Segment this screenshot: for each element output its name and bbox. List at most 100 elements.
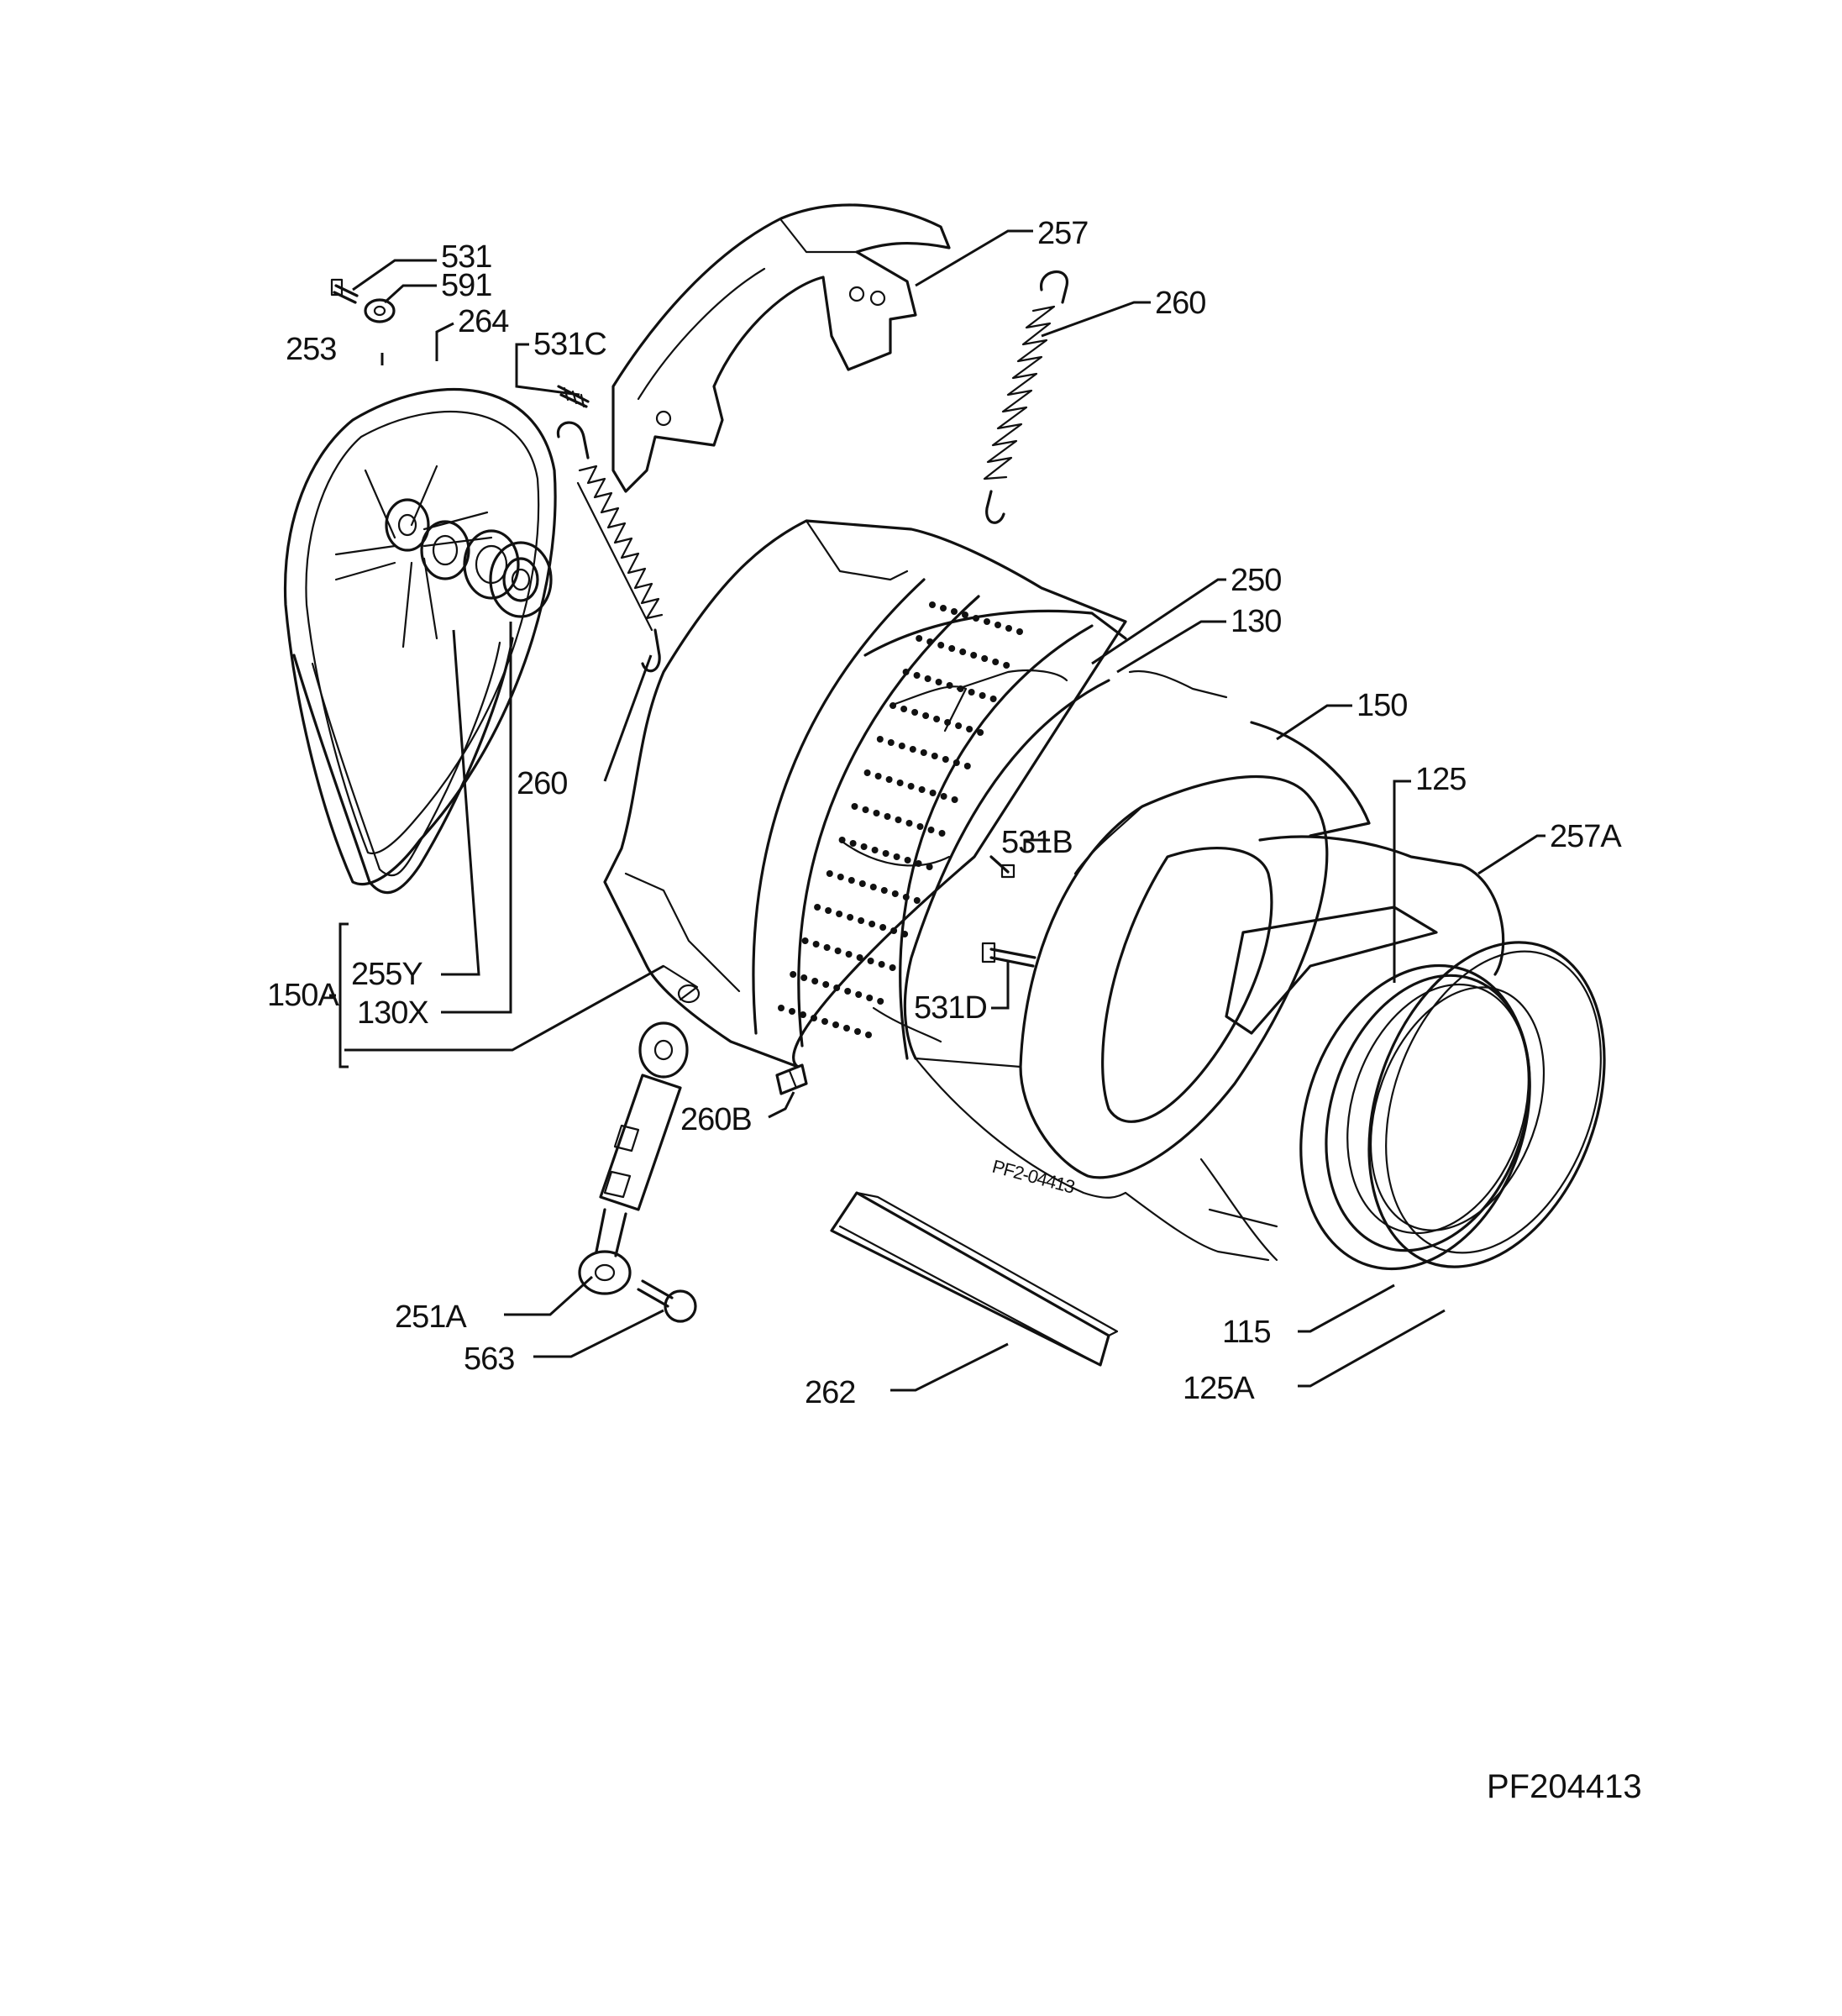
perforation-hole [1003, 662, 1010, 669]
perforation-hole [811, 1015, 817, 1021]
perforation-hole [926, 864, 933, 870]
perforation-hole [948, 645, 956, 652]
label-531b: 531B [1001, 825, 1073, 860]
perforation-hole [1005, 625, 1012, 632]
perforation-hole [800, 974, 808, 981]
perforation-hole [871, 847, 879, 853]
perforation-hole [1016, 628, 1023, 635]
perforation-hole [821, 1018, 828, 1025]
perforation-hole [856, 954, 863, 961]
perforation-hole [994, 622, 1001, 628]
label-531d: 531D [914, 990, 987, 1026]
bolt-531b [989, 855, 1015, 879]
perforation-hole [814, 904, 821, 911]
perforation-hole [887, 739, 895, 746]
label-130x: 130X [357, 995, 428, 1031]
perforation-hole [907, 783, 915, 790]
perforation-hole [811, 978, 819, 984]
label-563: 563 [464, 1341, 514, 1377]
perforation-hole [885, 776, 893, 783]
perforation-hole [933, 716, 941, 722]
perforation-hole [889, 964, 896, 971]
perforation-hole [873, 810, 880, 816]
perforation-hole [902, 894, 910, 900]
label-260b: 260B [680, 1102, 752, 1137]
perforation-hole [778, 1005, 785, 1011]
perforation-hole [801, 937, 809, 944]
perforation-hole [966, 726, 973, 732]
label-251a: 251A [395, 1299, 467, 1335]
tub-shell-250 [838, 609, 1127, 1043]
suspension-spring-left [556, 421, 664, 673]
bolt-563 [637, 1279, 697, 1323]
perforation-hole [844, 988, 852, 995]
perforation-hole [918, 786, 926, 793]
rear-tub-150a [603, 519, 1127, 1068]
label-125a: 125A [1183, 1371, 1255, 1406]
label-264: 264 [458, 304, 509, 339]
perforation-hole [890, 927, 898, 934]
label-531c: 531C [533, 327, 606, 362]
perforation-hole [938, 830, 946, 837]
perforation-hole [823, 944, 831, 951]
perforation-hole [924, 675, 931, 682]
label-115: 115 [1222, 1315, 1271, 1350]
perforation-hole [812, 941, 820, 948]
perforation-hole [913, 672, 921, 679]
perforation-hole [878, 961, 885, 968]
perforation-hole [922, 712, 930, 719]
perforation-hole [951, 608, 958, 615]
perforation-hole [929, 601, 936, 608]
perforation-hole [920, 749, 927, 756]
perforation-hole [869, 884, 877, 890]
washer-591 [364, 298, 396, 323]
perforation-hole [951, 796, 958, 803]
perforation-hole [790, 971, 797, 978]
drum-pulley [283, 388, 557, 886]
perforation-hole [884, 813, 891, 820]
perforation-hole [989, 696, 997, 702]
perforation-hole [845, 951, 853, 958]
bracket-262 [830, 1191, 1119, 1367]
perforation-hole [834, 948, 842, 954]
perforation-hole [832, 1021, 839, 1028]
perforation-hole [877, 998, 884, 1005]
perforation-hole [962, 612, 968, 618]
label-250: 250 [1231, 563, 1281, 598]
perforation-hole [916, 635, 923, 642]
perforation-hole [789, 1008, 795, 1015]
label-260-top: 260 [1155, 286, 1205, 321]
perforation-hole [896, 780, 904, 786]
door-seal-115 [1299, 963, 1531, 1271]
perforation-hole [937, 642, 945, 648]
perforation-hole [955, 722, 963, 729]
drum-perforations [778, 601, 1023, 1038]
perforation-hole [882, 850, 890, 857]
perforation-hole [909, 746, 916, 753]
perforation-hole [848, 877, 855, 884]
label-255y: 255Y [351, 957, 422, 992]
perforation-hole [860, 843, 868, 850]
perforation-hole [898, 743, 905, 749]
perforation-hole [866, 995, 874, 1001]
perforation-hole [904, 857, 911, 864]
perforation-hole [891, 890, 899, 897]
leader-lines [329, 229, 1545, 1392]
tub-seal-ring-130 [903, 669, 1228, 1060]
shock-absorber-251a [578, 1021, 689, 1295]
perforation-hole [916, 823, 924, 830]
perforation-hole [911, 709, 919, 716]
perforation-hole [843, 1025, 850, 1032]
part-labels: 531 591 264 253 531C 257 260 250 130 150… [267, 216, 1623, 1410]
perforation-hole [977, 729, 984, 736]
perforation-hole [931, 753, 938, 759]
label-257: 257 [1037, 216, 1088, 251]
label-262: 262 [805, 1375, 855, 1410]
label-257a: 257A [1550, 819, 1622, 854]
perforation-hole [858, 880, 866, 887]
perforation-hole [952, 759, 960, 766]
perforation-hole [833, 984, 841, 991]
seal-inner-ring-125 [1369, 986, 1545, 1231]
perforation-hole [935, 679, 942, 685]
perforation-hole [825, 907, 832, 914]
